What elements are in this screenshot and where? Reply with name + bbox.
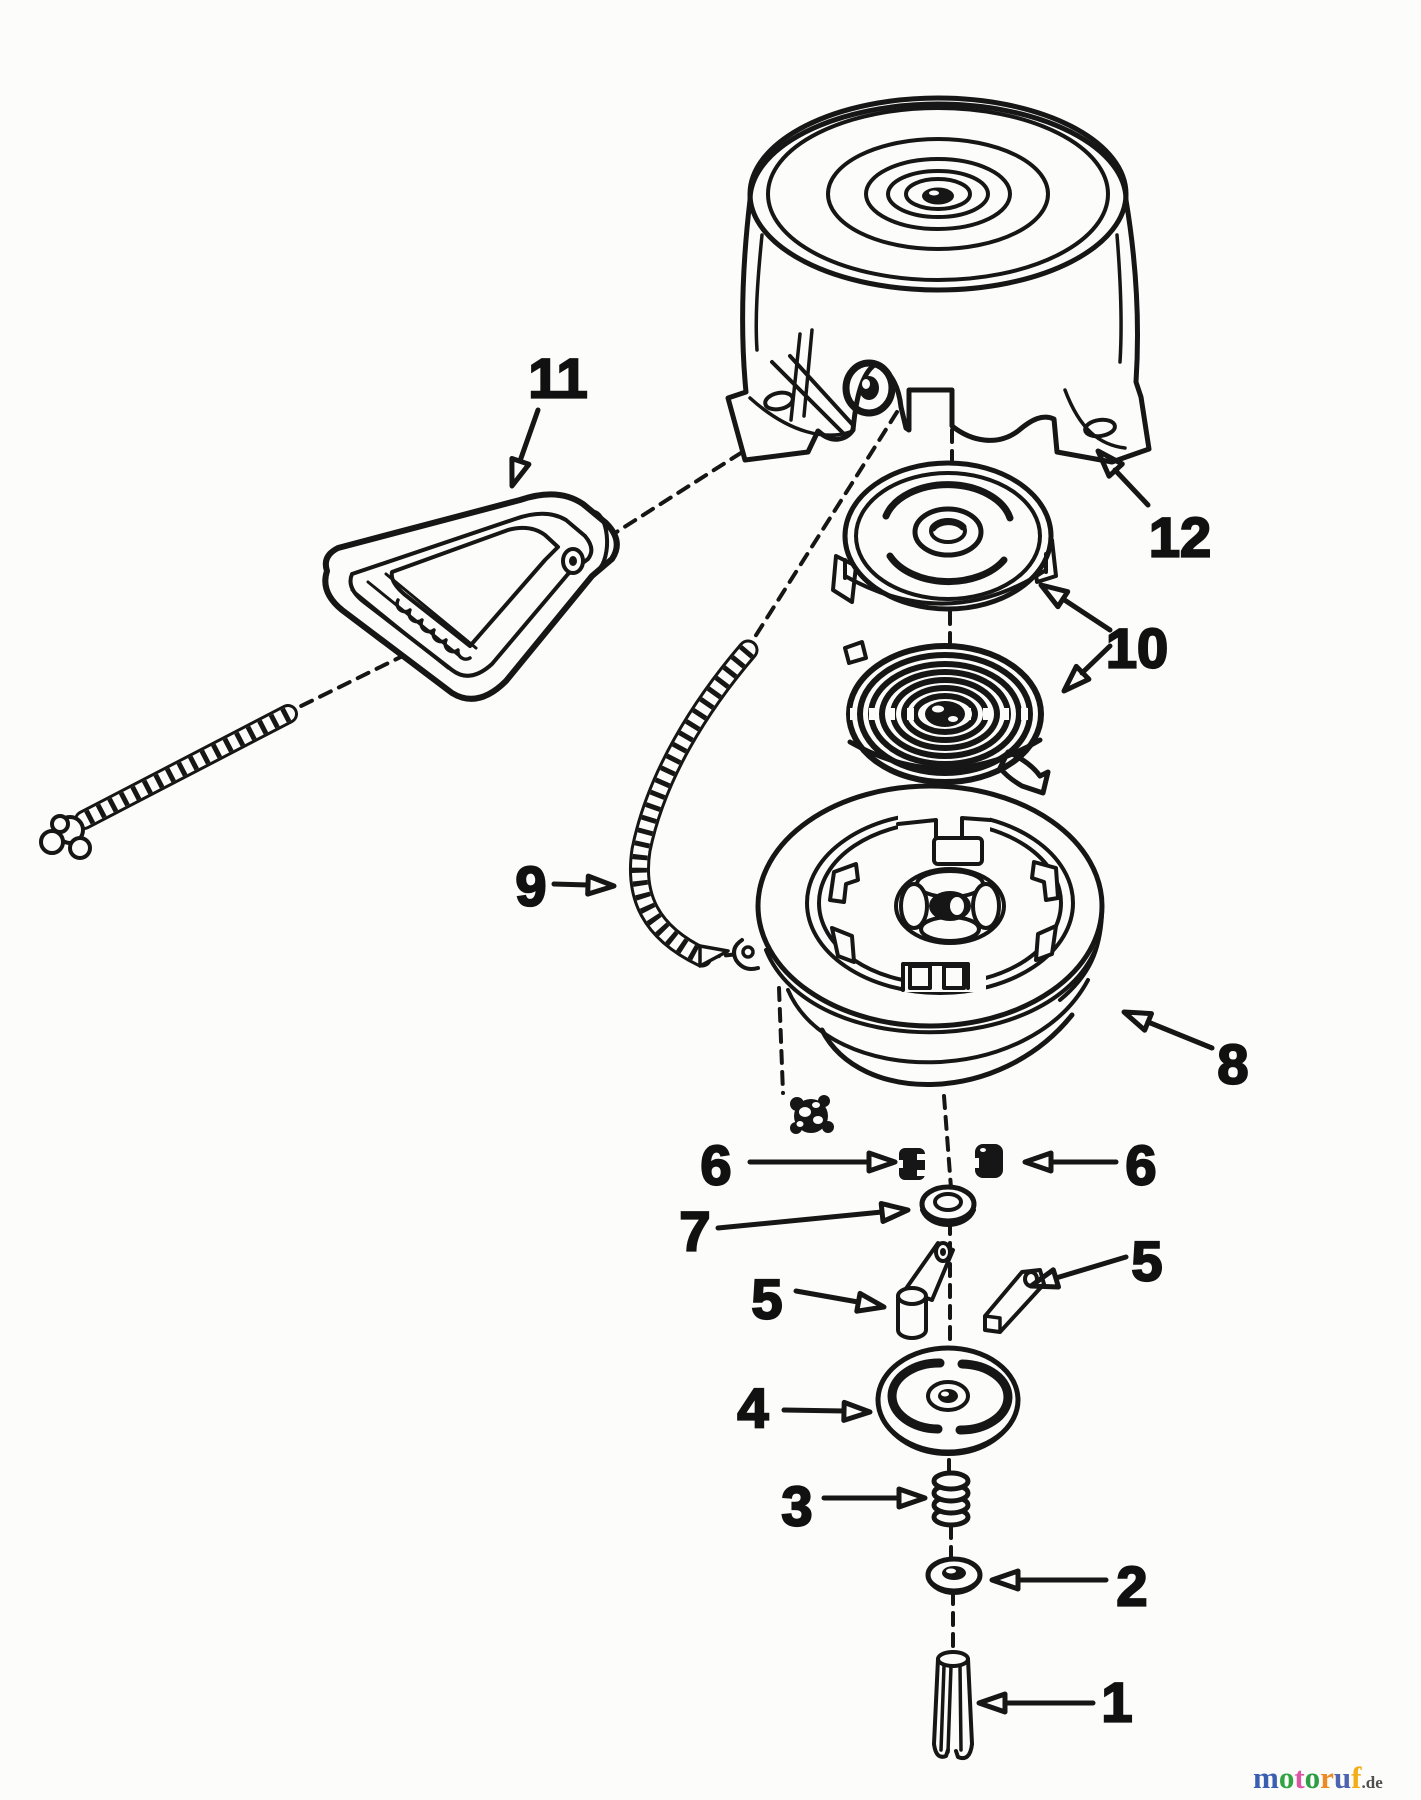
callout-arrow-6-left (747, 1150, 898, 1174)
part-label-4: 4 (737, 1377, 768, 1440)
part-label-10: 10 (1106, 617, 1168, 680)
part-label-6-right: 6 (1125, 1134, 1156, 1197)
callout-arrow-12 (1095, 448, 1151, 508)
logo-letter: r (1320, 1760, 1334, 1795)
callout-arrow-3 (821, 1486, 928, 1510)
part-label-8: 8 (1217, 1033, 1248, 1096)
callout-arrow-7 (715, 1201, 911, 1231)
pawl-left-drawing (896, 1241, 955, 1340)
logo-letter: m (1253, 1760, 1279, 1795)
callout-arrow-2 (989, 1568, 1109, 1592)
logo-letter: o (1279, 1760, 1295, 1795)
part-label-3: 3 (781, 1475, 812, 1538)
flat-washer-drawing (925, 1556, 983, 1595)
logo-letter: u (1334, 1760, 1351, 1795)
watermark-logo: motoruf.de (1253, 1760, 1383, 1795)
starter-handle-drawing (322, 491, 620, 702)
starter-housing-drawing (725, 95, 1152, 465)
part-label-11: 11 (528, 347, 587, 410)
callout-arrow-5-right (1028, 1254, 1129, 1290)
part-label-2: 2 (1116, 1555, 1147, 1618)
part-label-9: 9 (515, 855, 546, 918)
callout-arrow-6-right (1022, 1150, 1119, 1174)
roll-pin-drawing (932, 1650, 974, 1761)
spring-clip-right-drawing (971, 1144, 1003, 1178)
rope-pulley-drawing (732, 783, 1105, 1087)
part-label-7: 7 (679, 1200, 710, 1263)
callout-arrow-1 (976, 1691, 1096, 1715)
recoil-spring-drawing (843, 640, 1051, 796)
logo-domain-suffix: .de (1362, 1773, 1384, 1792)
part-label-5-left: 5 (751, 1268, 782, 1331)
brake-spring-drawing (931, 1470, 971, 1528)
logo-letter: t (1294, 1760, 1305, 1795)
callout-arrow-5-left (793, 1288, 887, 1314)
thrust-washer-drawing (919, 1184, 977, 1227)
retainer-clip-drawing (790, 1095, 834, 1134)
logo-letter: o (1305, 1760, 1321, 1795)
callout-arrow-11 (509, 407, 541, 489)
pawl-right-drawing (983, 1268, 1046, 1334)
callout-arrow-10-upper (1038, 582, 1113, 633)
clutch-retainer-drawing (875, 1345, 1021, 1456)
part-label-5-right: 5 (1131, 1230, 1162, 1293)
assembly-centerline-dashes (777, 428, 955, 1652)
spring-cover-drawing (831, 460, 1058, 612)
callout-arrow-10-lower (1061, 643, 1113, 694)
callout-labels: 11 12 10 9 8 6 6 7 5 5 4 3 2 1 (514, 345, 1249, 1734)
part-label-1: 1 (1101, 1671, 1132, 1734)
spring-clip-left-drawing (893, 1148, 929, 1180)
starter-rope-drawing (628, 639, 759, 968)
callout-arrows (509, 407, 1215, 1715)
callout-arrow-8 (1121, 1009, 1215, 1051)
rope-knot-piece-drawing (39, 704, 298, 860)
motoruf-wordmark: motoruf.de (1253, 1760, 1383, 1795)
part-label-6-left: 6 (700, 1134, 731, 1197)
logo-letter: f (1351, 1760, 1362, 1795)
part-label-12: 12 (1149, 506, 1211, 569)
callout-arrow-4 (781, 1399, 873, 1423)
callout-arrow-9 (551, 873, 617, 897)
